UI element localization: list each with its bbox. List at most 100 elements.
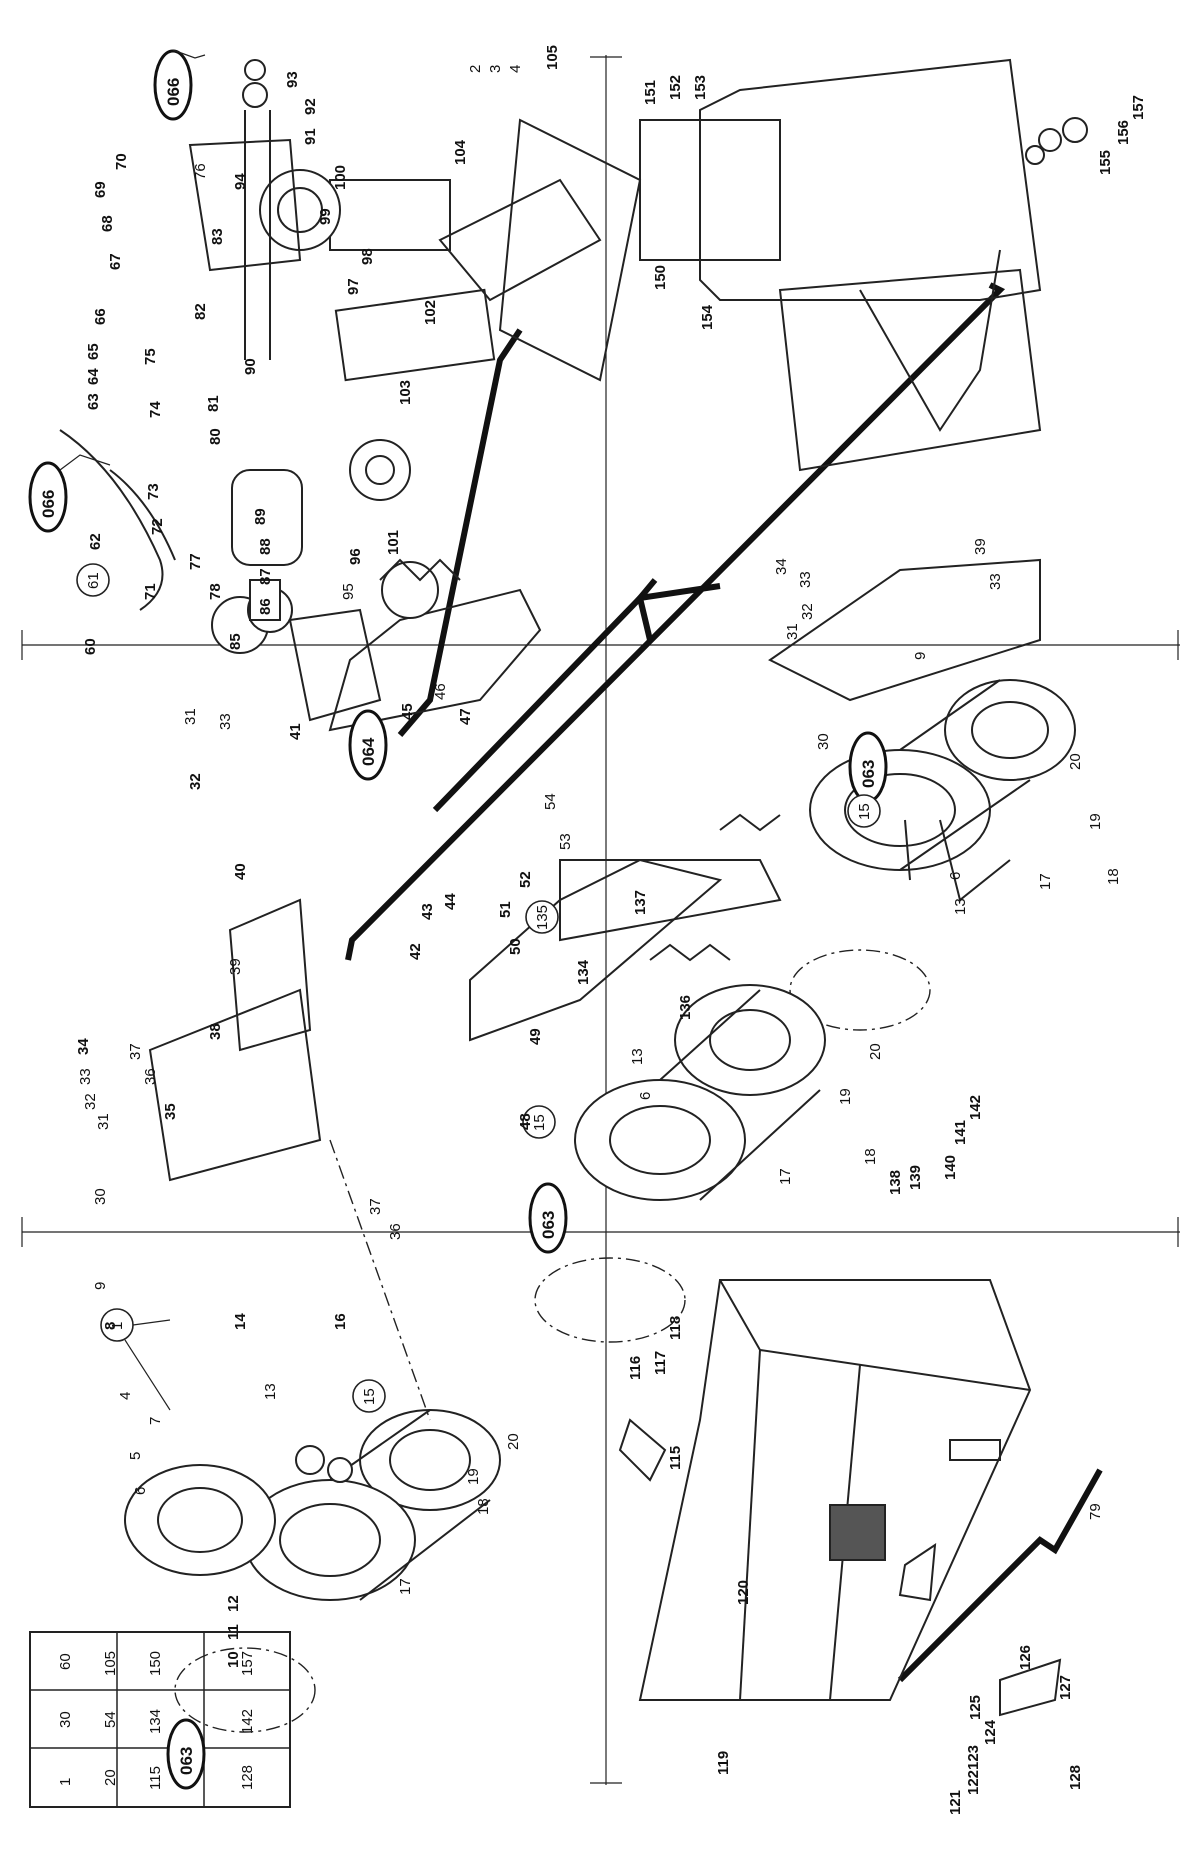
part-label: 8 xyxy=(102,1322,119,1330)
part-label: 60 xyxy=(82,638,99,655)
ref-064: 064 xyxy=(348,709,388,781)
connector-upper xyxy=(432,591,653,813)
part-label: 86 xyxy=(257,598,274,615)
ref-063-mid: 063 xyxy=(528,1182,568,1254)
index-cell-134: 134 xyxy=(147,1709,164,1734)
ref-063-top-label: 063 xyxy=(859,760,878,788)
part-label: 4 xyxy=(507,65,524,73)
index-cell-1: 1 xyxy=(57,1778,74,1786)
part-label: 92 xyxy=(302,98,319,115)
part-label: 96 xyxy=(347,548,364,565)
part-label: 10 xyxy=(225,1651,242,1668)
part-label: 118 xyxy=(667,1316,684,1340)
part-label: 137 xyxy=(632,890,649,915)
part-label: 47 xyxy=(457,708,474,725)
part-label: 122 xyxy=(965,1770,982,1795)
part-label: 123 xyxy=(965,1745,982,1770)
part-label: 44 xyxy=(442,893,459,910)
axis-lines xyxy=(21,55,1180,1785)
part-label: 34 xyxy=(75,1038,92,1055)
part-label: 68 xyxy=(99,215,116,232)
part-label: 152 xyxy=(667,75,684,100)
part-label: 71 xyxy=(142,583,159,600)
part-label: 117 xyxy=(652,1351,669,1375)
part-label: 74 xyxy=(147,401,164,418)
part-label: 4 xyxy=(117,1392,134,1400)
part-label: 14 xyxy=(232,1313,249,1330)
part-label: 87 xyxy=(257,568,274,585)
part-label: 18 xyxy=(475,1498,492,1515)
part-label: 120 xyxy=(735,1580,752,1605)
part-label: 157 xyxy=(1130,95,1147,120)
part-label: 91 xyxy=(302,128,319,145)
part-label: 2 xyxy=(467,65,484,73)
part-label: 104 xyxy=(452,139,469,165)
part-label: 141 xyxy=(952,1120,969,1145)
part-label: 38 xyxy=(207,1023,224,1040)
part-label: 37 xyxy=(367,1198,384,1215)
part-label: 39 xyxy=(972,538,989,555)
callout-15-center-label: 15 xyxy=(531,1114,548,1131)
part-label: 121 xyxy=(947,1790,964,1815)
part-label: 90 xyxy=(242,358,259,375)
part-label: 69 xyxy=(92,181,109,198)
part-label: 19 xyxy=(465,1468,482,1485)
part-label: 99 xyxy=(317,208,334,225)
part-label: 42 xyxy=(407,943,424,960)
part-label: 40 xyxy=(232,863,249,880)
part-label: 119 xyxy=(715,1751,732,1775)
part-label: 17 xyxy=(777,1168,794,1185)
part-label: 136 xyxy=(677,995,694,1020)
index-cell-150: 150 xyxy=(147,1651,164,1676)
part-label: 63 xyxy=(85,393,102,410)
part-label: 6 xyxy=(132,1487,149,1495)
part-label: 128 xyxy=(1067,1765,1084,1790)
ref-063-top: 063 xyxy=(848,731,888,803)
part-label: 20 xyxy=(867,1043,884,1060)
part-label: 154 xyxy=(699,304,716,330)
part-label: 50 xyxy=(507,938,524,955)
part-label: 79 xyxy=(1087,1503,1104,1520)
part-label: 150 xyxy=(652,265,669,290)
part-label: 155 xyxy=(1097,150,1114,175)
index-cell-157: 157 xyxy=(239,1651,256,1676)
part-label: 3 xyxy=(487,65,504,73)
belt-drive-left xyxy=(124,898,501,1733)
part-label: 32 xyxy=(799,603,816,620)
part-label: 5 xyxy=(127,1452,144,1460)
part-label: 89 xyxy=(252,508,269,525)
ref-066-side: 066 xyxy=(28,454,111,533)
index-cell-60: 60 xyxy=(57,1653,74,1670)
index-cell-54: 54 xyxy=(102,1711,119,1728)
part-label: 153 xyxy=(692,75,709,100)
part-label: 9 xyxy=(912,652,929,660)
part-label: 9 xyxy=(92,1282,109,1290)
callout-61: 61 xyxy=(76,563,110,597)
part-label: 70 xyxy=(113,153,130,170)
ref-066-top-label: 066 xyxy=(164,78,183,106)
main-connector xyxy=(345,282,1006,961)
part-label: 64 xyxy=(85,368,102,385)
part-label: 97 xyxy=(345,278,362,295)
part-label: 13 xyxy=(629,1048,646,1065)
callout-1: 1 xyxy=(100,1308,171,1411)
part-label: 12 xyxy=(225,1595,242,1612)
part-label: 49 xyxy=(527,1028,544,1045)
part-label: 31 xyxy=(784,623,801,640)
belt-drive-right xyxy=(768,558,1076,1031)
part-label: 33 xyxy=(217,713,234,730)
part-label: 11 xyxy=(225,1624,242,1640)
part-label: 36 xyxy=(142,1068,159,1085)
part-label: 75 xyxy=(142,348,159,365)
part-label: 36 xyxy=(387,1223,404,1240)
part-label: 140 xyxy=(942,1155,959,1180)
callout-15-right-label: 15 xyxy=(856,803,873,820)
part-label: 95 xyxy=(340,583,357,600)
part-label: 88 xyxy=(257,538,274,555)
callout-61-label: 61 xyxy=(85,572,102,589)
part-label: 134 xyxy=(575,959,592,985)
part-label: 78 xyxy=(207,583,224,600)
part-label: 20 xyxy=(1067,753,1084,770)
part-label: 33 xyxy=(797,571,814,588)
